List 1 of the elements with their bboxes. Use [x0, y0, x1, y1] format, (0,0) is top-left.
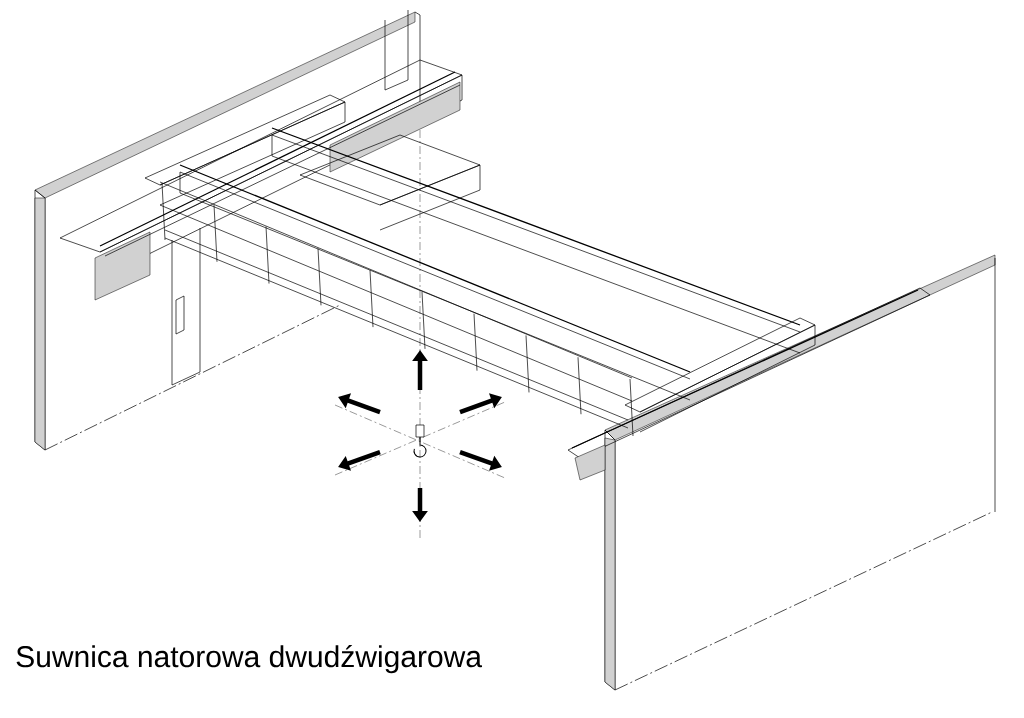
caption: Suwnica natorowa dwudźwigarowa [16, 644, 482, 674]
